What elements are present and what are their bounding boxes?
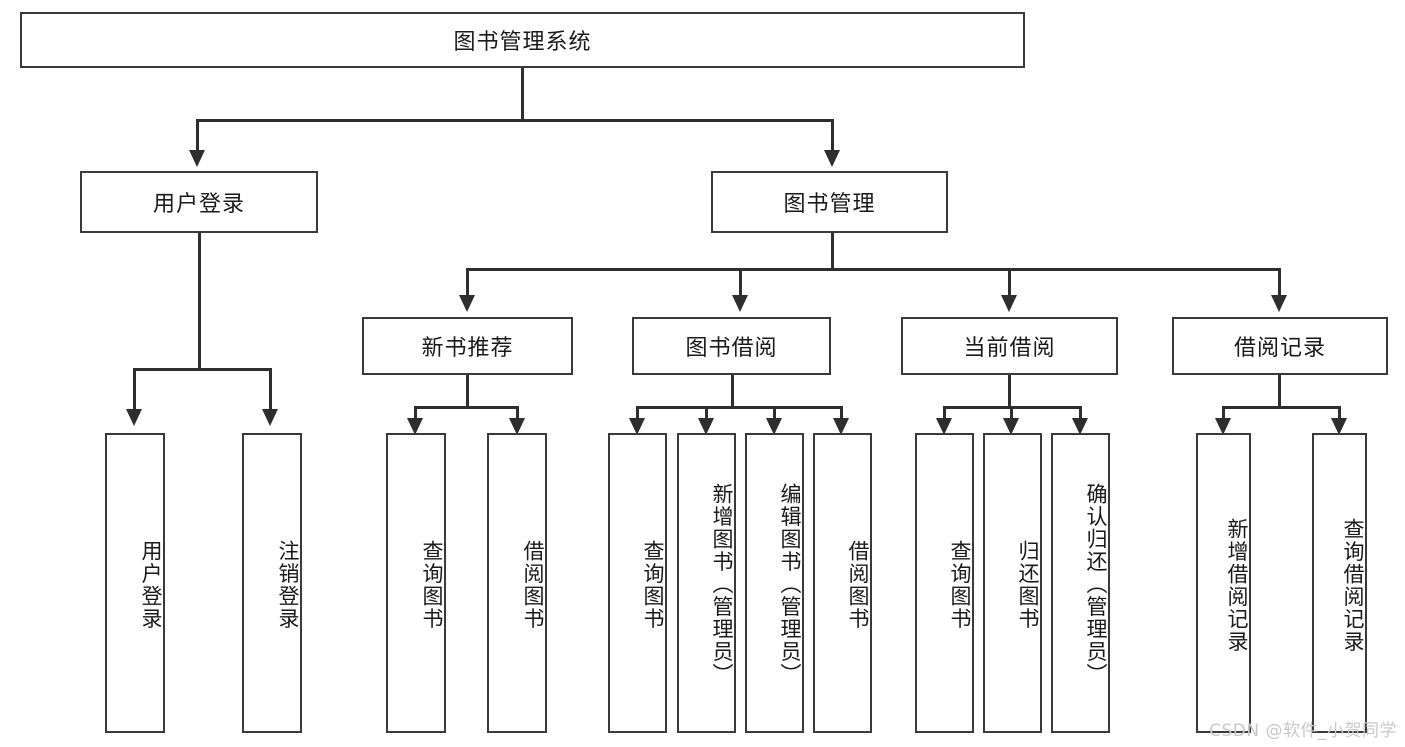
node-root-system[interactable]: 图书管理系统 [20, 12, 1025, 68]
node-user-login[interactable]: 用户登录 [80, 171, 318, 233]
edge-borrow-to-leaf-4 [840, 406, 843, 419]
edge-current-stem [1008, 375, 1011, 408]
edge-book-mgmt-to-l3-1 [466, 268, 469, 296]
edge-borrow-to-leaf-3 [773, 406, 776, 419]
leaf-add-borrow-record[interactable]: 新增借阅记录 [1196, 433, 1251, 733]
node-label: 新增图书（管理员） [710, 482, 734, 686]
edge-book-mgmt-stem [831, 233, 834, 270]
node-label: 图书管理系统 [453, 30, 592, 55]
node-label: 查询图书 [948, 540, 972, 630]
arrowhead-record-leaf-2 [1331, 418, 1347, 435]
node-new-book-recommend[interactable]: 新书推荐 [362, 317, 573, 375]
node-label: 当前借阅 [963, 336, 1056, 361]
arrowhead-recommend-leaf-1 [407, 418, 423, 435]
edge-borrow-to-leaf-1 [636, 406, 639, 419]
leaf-add-book-admin[interactable]: 新增图书（管理员） [677, 433, 736, 733]
node-label: 查询图书 [641, 540, 665, 630]
arrowhead-record-leaf-1 [1215, 418, 1231, 435]
leaf-query-book-recommend[interactable]: 查询图书 [386, 433, 446, 733]
arrowhead-root-to-book-mgmt [824, 150, 840, 167]
arrowhead-borrow-leaf-4 [833, 418, 849, 435]
edge-root-bus [196, 119, 834, 122]
arrowhead-user-login-leaf-2 [262, 409, 278, 426]
leaf-query-borrow-record[interactable]: 查询借阅记录 [1312, 433, 1367, 733]
leaf-borrow-book-recommend[interactable]: 借阅图书 [487, 433, 547, 733]
edge-record-stem [1278, 375, 1281, 408]
node-label: 注销登录 [276, 540, 300, 630]
arrowhead-borrow-leaf-1 [629, 418, 645, 435]
node-book-borrow[interactable]: 图书借阅 [632, 317, 831, 375]
node-label: 新增借阅记录 [1225, 517, 1249, 653]
leaf-logout-login[interactable]: 注销登录 [242, 433, 302, 733]
edge-record-bus [1222, 406, 1340, 409]
arrowhead-user-login-leaf-1 [126, 409, 142, 426]
edge-book-mgmt-to-l3-2 [739, 268, 742, 296]
arrowhead-current-leaf-2 [1003, 418, 1019, 435]
node-label: 新书推荐 [421, 336, 514, 361]
arrowhead-l3-1 [459, 295, 475, 312]
edge-root-stem [521, 68, 524, 121]
edge-book-mgmt-to-l3-4 [1278, 268, 1281, 296]
leaf-query-book-current[interactable]: 查询图书 [915, 433, 974, 733]
arrowhead-borrow-leaf-3 [766, 418, 782, 435]
edge-borrow-bus [636, 406, 842, 409]
node-label: 借阅图书 [521, 540, 545, 630]
edge-current-to-leaf-1 [943, 406, 946, 419]
arrowhead-l3-2 [732, 295, 748, 312]
edge-recommend-to-leaf-1 [414, 406, 417, 419]
node-current-borrow[interactable]: 当前借阅 [901, 317, 1118, 375]
leaf-edit-book-admin[interactable]: 编辑图书（管理员） [745, 433, 804, 733]
edge-user-login-to-leaf-2 [269, 368, 272, 410]
leaf-return-book[interactable]: 归还图书 [983, 433, 1042, 733]
arrowhead-l3-4 [1271, 295, 1287, 312]
node-label: 编辑图书（管理员） [778, 482, 802, 686]
leaf-borrow-book-borrow[interactable]: 借阅图书 [813, 433, 872, 733]
edge-recommend-stem [466, 375, 469, 408]
arrowhead-recommend-leaf-2 [509, 418, 525, 435]
edge-recommend-to-leaf-2 [516, 406, 519, 419]
arrowhead-root-to-user-login [189, 150, 205, 167]
edge-record-to-leaf-1 [1222, 406, 1225, 419]
edge-current-to-leaf-2 [1010, 406, 1013, 419]
node-label: 确认归还（管理员） [1084, 482, 1108, 686]
arrowhead-l3-3 [1001, 295, 1017, 312]
edge-book-mgmt-bus [466, 268, 1280, 271]
arrowhead-current-leaf-3 [1072, 418, 1088, 435]
edge-recommend-bus [414, 406, 519, 409]
node-borrow-record[interactable]: 借阅记录 [1172, 317, 1388, 375]
edge-root-to-book-mgmt [831, 119, 834, 151]
edge-root-to-user-login [196, 119, 199, 151]
node-label: 查询图书 [420, 540, 444, 630]
edge-current-to-leaf-3 [1079, 406, 1082, 419]
leaf-query-book-borrow[interactable]: 查询图书 [608, 433, 667, 733]
edge-user-login-stem [198, 233, 201, 370]
node-label: 查询借阅记录 [1341, 517, 1365, 653]
node-label: 用户登录 [152, 192, 245, 217]
edge-borrow-stem [731, 375, 734, 408]
edge-borrow-to-leaf-2 [705, 406, 708, 419]
arrowhead-current-leaf-1 [936, 418, 952, 435]
leaf-confirm-return-admin[interactable]: 确认归还（管理员） [1051, 433, 1110, 733]
edge-user-login-bus [133, 368, 269, 371]
node-label: 归还图书 [1016, 540, 1040, 630]
node-label: 借阅图书 [846, 540, 870, 630]
edge-user-login-to-leaf-1 [133, 368, 136, 410]
node-label: 借阅记录 [1233, 336, 1326, 361]
edge-record-to-leaf-2 [1338, 406, 1341, 419]
csdn-watermark: CSDN @软件_小贺同学 [1209, 721, 1397, 741]
arrowhead-borrow-leaf-2 [698, 418, 714, 435]
node-book-management[interactable]: 图书管理 [711, 171, 948, 233]
node-label: 图书借阅 [685, 336, 778, 361]
edge-book-mgmt-to-l3-3 [1008, 268, 1011, 296]
node-label: 图书管理 [783, 192, 876, 217]
leaf-user-login[interactable]: 用户登录 [105, 433, 165, 733]
node-label: 用户登录 [139, 540, 163, 630]
